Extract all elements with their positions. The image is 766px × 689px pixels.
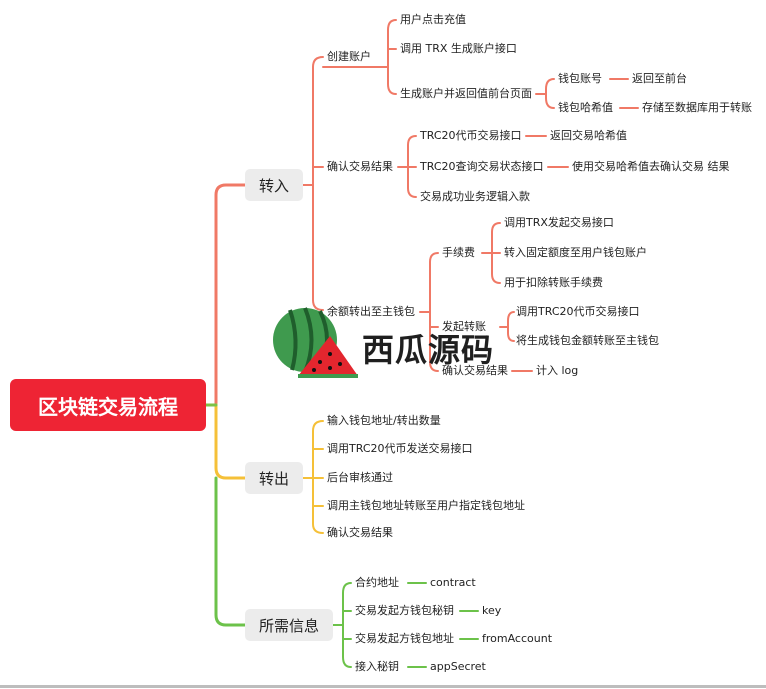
node-wallet-no-child: 返回至前台 xyxy=(632,72,687,85)
node-info-v4: appSecret xyxy=(430,660,486,673)
node-fee-c1: 调用TRX发起交易接口 xyxy=(504,216,614,229)
trunk-to-in xyxy=(204,183,247,407)
node-wallet-no: 钱包账号 xyxy=(558,72,602,85)
node-out-2: 调用TRC20代币发送交易接口 xyxy=(327,442,473,455)
branch-in-lines xyxy=(302,19,639,372)
bottom-divider xyxy=(0,685,766,688)
watermelon-logo-icon xyxy=(273,307,358,378)
node-fee: 手续费 xyxy=(442,246,475,259)
node-result-c1: 计入 log xyxy=(536,364,579,377)
node-info-v1: contract xyxy=(430,576,476,589)
branch-info-lines xyxy=(332,582,479,668)
node-trc-tx-child: 返回交易哈希值 xyxy=(550,129,627,142)
branch-out-lines xyxy=(302,420,324,534)
node-trc-tx: TRC20代币交易接口 xyxy=(420,129,522,142)
node-fee-c2: 转入固定额度至用户钱包账户 xyxy=(504,246,647,259)
node-create-account: 创建账户 xyxy=(327,50,371,63)
node-info-k3: 交易发起方钱包地址 xyxy=(355,632,454,645)
node-start-transfer: 发起转账 xyxy=(442,320,486,333)
node-info-k2: 交易发起方钱包秘钥 xyxy=(355,604,454,617)
node-wallet-hash: 钱包哈希值 xyxy=(558,101,613,114)
node-fee-c3: 用于扣除转账手续费 xyxy=(504,276,603,289)
root-node: 区块链交易流程 xyxy=(10,379,206,431)
node-out-4: 调用主钱包地址转账至用户指定钱包地址 xyxy=(327,499,525,512)
branch-in: 转入 xyxy=(245,169,303,201)
node-transfer-main: 余额转出至主钱包 xyxy=(327,305,415,318)
branch-out: 转出 xyxy=(245,462,303,494)
node-trc-query: TRC20查询交易状态接口 xyxy=(420,160,544,173)
node-info-k4: 接入秘钥 xyxy=(355,660,399,673)
trunk-to-out xyxy=(204,403,247,480)
node-call-trx: 调用 TRX 生成账户接口 xyxy=(400,42,517,55)
watermark-text: 西瓜源码 xyxy=(362,331,495,369)
node-trc-query-child: 使用交易哈希值去确认交易 结果 xyxy=(572,160,730,173)
node-gen-return: 生成账户并返回值前台页面 xyxy=(400,87,532,100)
node-confirm-result: 确认交易结果 xyxy=(327,160,393,173)
node-wallet-hash-child: 存储至数据库用于转账 xyxy=(642,101,752,114)
node-result: 确认交易结果 xyxy=(442,364,508,377)
node-out-3: 后台审核通过 xyxy=(327,471,393,484)
node-start-c2: 将生成钱包金额转账至主钱包 xyxy=(516,334,659,347)
branch-info: 所需信息 xyxy=(245,609,333,641)
node-info-v3: fromAccount xyxy=(482,632,553,645)
trunk-lines xyxy=(204,183,247,627)
node-info-v2: key xyxy=(482,604,502,617)
node-info-k1: 合约地址 xyxy=(355,576,399,589)
node-start-c1: 调用TRC20代币交易接口 xyxy=(516,305,640,318)
node-out-5: 确认交易结果 xyxy=(327,526,393,539)
node-tx-success: 交易成功业务逻辑入款 xyxy=(420,190,530,203)
node-out-1: 输入钱包地址/转出数量 xyxy=(327,414,441,427)
trunk-to-info xyxy=(214,476,247,627)
node-user-click: 用户点击充值 xyxy=(400,13,466,26)
